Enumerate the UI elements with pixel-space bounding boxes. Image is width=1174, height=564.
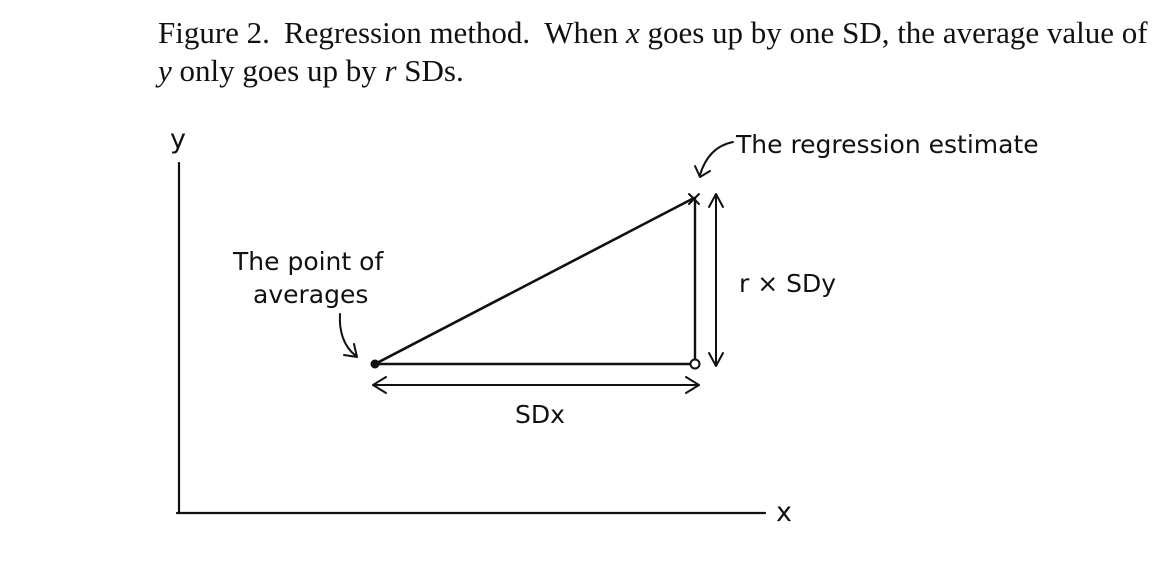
regression-estimate-pointer (699, 141, 734, 176)
x-axis-label: x (776, 497, 792, 528)
figure-caption: Figure 2. Regression method. When x goes u… (158, 14, 1148, 90)
caption-y-var: y (158, 53, 172, 88)
caption-text-2: goes up by one SD, the average value of (639, 15, 1148, 50)
sdy-arrow (708, 193, 724, 367)
point-of-averages-label-line-2: averages (253, 280, 368, 309)
regression-estimate-pointer-head (694, 165, 711, 178)
y-axis-label: y (170, 124, 186, 155)
caption-r-var: r (384, 53, 397, 88)
figure-label: Figure 2. (158, 15, 270, 50)
point-of-averages-pointer-head (343, 343, 358, 358)
regression-line (373, 196, 696, 366)
caption-text-4: SDs. (396, 53, 464, 88)
regression-estimate-marker (688, 193, 700, 205)
figure-title: Regression method. (283, 15, 531, 50)
sdx-label: SDx (515, 400, 565, 429)
regression-estimate-label: The regression estimate (735, 130, 1039, 159)
sdx-arrow (372, 376, 700, 394)
sdy-label: r × SDy (739, 269, 836, 298)
caption-x-var: x (625, 15, 640, 50)
point-of-averages-pointer (338, 313, 357, 357)
corner-marker (689, 358, 701, 370)
caption-text-1: When (544, 15, 626, 50)
point-of-averages-marker (370, 359, 380, 369)
caption-text-3: only goes up by (171, 53, 385, 88)
point-of-averages-label-line-1: The point of (232, 247, 384, 276)
